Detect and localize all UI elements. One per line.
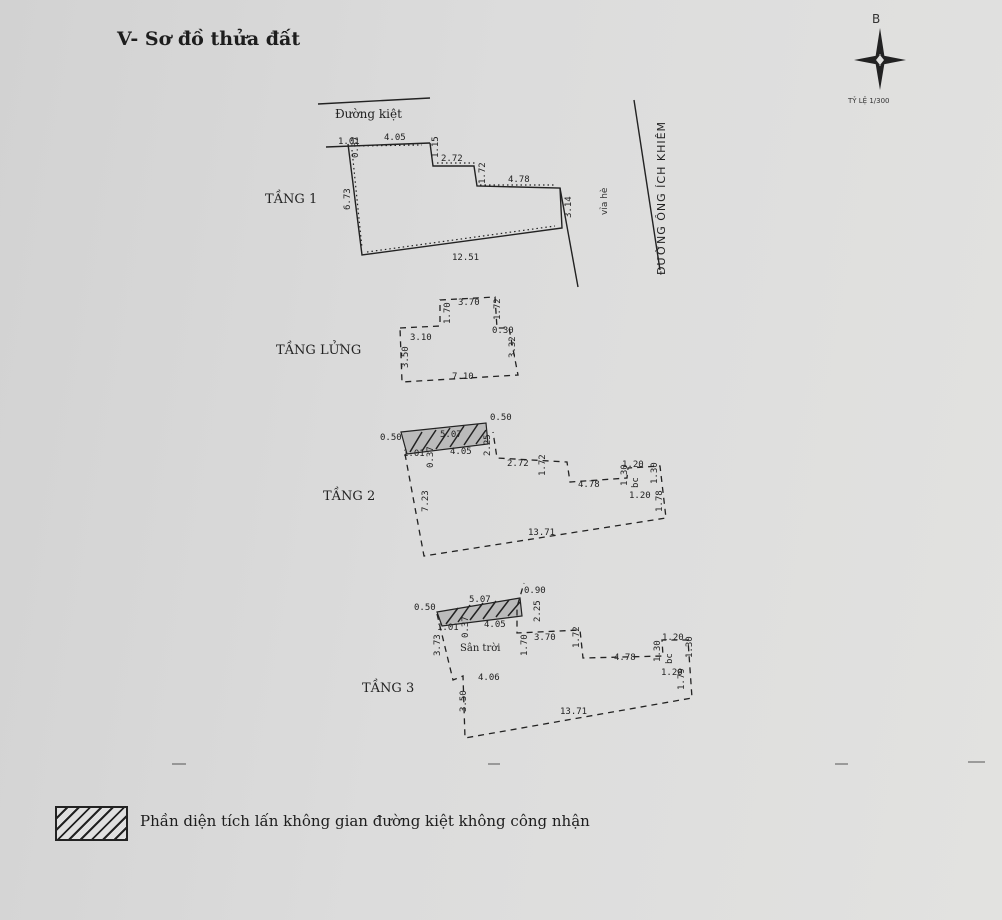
dim-label: 3.10 bbox=[410, 333, 432, 343]
dim-label: bc bbox=[631, 477, 641, 488]
dim-label: 1.30 bbox=[653, 640, 663, 662]
floor-2-outline bbox=[400, 422, 667, 557]
dim-label: 12.51 bbox=[452, 253, 479, 263]
dim-label: 6.73 bbox=[343, 188, 353, 210]
floor-3-outline bbox=[436, 582, 693, 739]
dim-label: 13.71 bbox=[560, 707, 587, 717]
dim-label: 4.06 bbox=[478, 673, 500, 683]
dim-label: 13.71 bbox=[528, 528, 555, 538]
dim-label: 1.72 bbox=[478, 162, 488, 184]
section-title: V- Sơ đồ thửa đất bbox=[117, 28, 301, 50]
dim-label: 2.25 bbox=[533, 600, 543, 622]
dim-label: 1.20 bbox=[662, 633, 684, 643]
dim-label: 1.79 bbox=[677, 668, 687, 690]
dim-label: 7.23 bbox=[421, 490, 431, 512]
dim-label: 1.20 bbox=[629, 491, 651, 501]
dim-label: 0.50 bbox=[414, 603, 436, 613]
dim-label: 1.01 bbox=[403, 449, 425, 459]
dim-label: 1.01 bbox=[437, 623, 459, 633]
dim-label: 3.70 bbox=[458, 298, 480, 308]
dim-label: 3.50 bbox=[401, 346, 411, 368]
dim-label: 3.70 bbox=[534, 633, 556, 643]
dim-label: 0.90 bbox=[524, 586, 546, 596]
dim-label: 3.14 bbox=[564, 196, 574, 218]
dim-label: 7.10 bbox=[452, 372, 474, 382]
dim-label: 1.15 bbox=[431, 136, 441, 158]
floor-1-outline bbox=[317, 97, 661, 288]
alley-road-label: Đường kiệt bbox=[335, 107, 402, 121]
dim-label: 4.05 bbox=[384, 133, 406, 143]
dim-label: 1.01 bbox=[338, 137, 360, 147]
dim-label: 1.72 bbox=[572, 626, 582, 648]
dim-label: 0.37 bbox=[351, 136, 361, 158]
legend-text: Phần diện tích lấn không gian đường kiệt… bbox=[140, 812, 590, 830]
dim-label: 1.72 bbox=[493, 298, 503, 320]
dim-label: 3.73 bbox=[433, 634, 443, 656]
dim-label: 0.50 bbox=[490, 413, 512, 423]
dim-label: 4.78 bbox=[578, 480, 600, 490]
dim-label: 4.78 bbox=[508, 175, 530, 185]
dim-label: 0.37 bbox=[426, 446, 436, 468]
dim-label: 5.07 bbox=[440, 430, 462, 440]
dim-label: 1.72 bbox=[538, 454, 548, 476]
dim-label: 1.20 bbox=[661, 668, 683, 678]
floor-2-label: TẦNG 2 bbox=[323, 489, 376, 504]
mezzanine-outline bbox=[399, 296, 519, 383]
dim-label: 4.05 bbox=[450, 447, 472, 457]
compass-rose-icon bbox=[854, 28, 906, 90]
dim-label: 1.78 bbox=[655, 490, 665, 512]
dim-label: 2.72 bbox=[441, 154, 463, 164]
floor-1-label: TẦNG 1 bbox=[265, 192, 318, 207]
dim-label: 2.72 bbox=[507, 459, 529, 469]
dim-label: 1.70 bbox=[443, 302, 453, 324]
terrace-label: Sân trời bbox=[460, 643, 500, 654]
dim-label: bc bbox=[665, 653, 675, 664]
dim-label: 1.30 bbox=[650, 462, 660, 484]
dim-label: 3.50 bbox=[459, 690, 469, 712]
dim-label: 5.07 bbox=[469, 595, 491, 605]
floor-3-label: TẦNG 3 bbox=[362, 681, 415, 696]
dim-label: 4.05 bbox=[484, 620, 506, 630]
scale-text: TỶ LỆ 1/300 bbox=[848, 97, 890, 105]
mezzanine-label: TẦNG LỬNG bbox=[276, 343, 362, 358]
dim-label: 2.25 bbox=[483, 434, 493, 456]
dim-label: 1.30 bbox=[620, 464, 630, 486]
dim-label: 0.30 bbox=[492, 326, 514, 336]
legend-hatch-swatch bbox=[55, 806, 128, 841]
dim-label: 0.37 bbox=[461, 616, 471, 638]
dim-label: 0.50 bbox=[380, 433, 402, 443]
dim-label: 1.20 bbox=[622, 460, 644, 470]
dim-label: 1.70 bbox=[520, 634, 530, 656]
dim-label: 1.30 bbox=[685, 636, 695, 658]
north-letter: B bbox=[872, 12, 881, 26]
dim-label: 3.32 bbox=[508, 336, 518, 358]
dim-label: 4.78 bbox=[614, 653, 636, 663]
